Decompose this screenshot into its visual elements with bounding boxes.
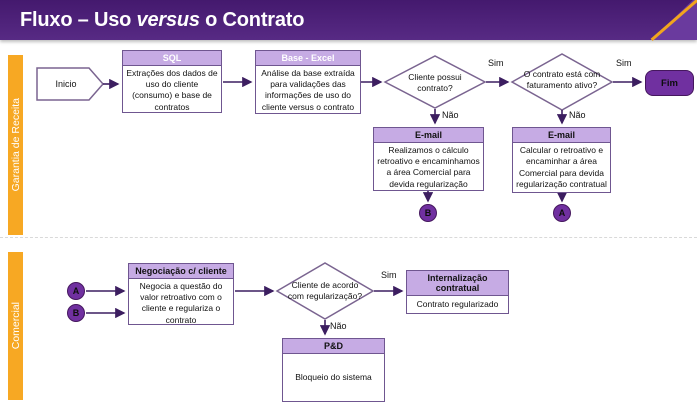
end-terminator: Fim [645,70,694,96]
process-box-email-right: E-mail Calcular o retroativo e encaminha… [512,127,611,193]
process-box-ped: P&D Bloqueio do sistema [282,338,385,402]
no-label: Não [569,110,586,120]
process-box-body: Negocia a questão do valor retroativo co… [139,281,223,325]
connector-circle-a: A [67,282,85,300]
start-shape [36,67,104,101]
process-box-body: Extrações dos dados de uso do cliente (c… [126,68,218,112]
connector-circle-b: B [419,204,437,222]
connector-circle-a: A [553,204,571,222]
decision-2-shape [510,53,614,111]
process-box-internalizacao: Internalização contratual Contrato regul… [406,270,509,314]
decision-1-shape [383,55,487,109]
title-band: Fluxo – Uso versus o Contrato [0,0,697,41]
process-box-header: E-mail [374,128,483,143]
process-box-base-excel: Base - Excel Análise da base extraída pa… [255,50,361,114]
yes-label: Sim [488,58,504,68]
process-box-header: E-mail [513,128,610,143]
page-title-italic: versus [136,8,200,31]
process-box-body: Bloqueio do sistema [295,371,372,382]
yes-label: Sim [381,270,397,280]
process-box-header: Internalização contratual [407,271,508,296]
no-label: Não [330,321,347,331]
decision-2-label: O contrato está com faturamento ativo? [523,68,601,90]
decision-1-label: Cliente possui contrato? [408,71,462,93]
page-title-suffix: o Contrato [199,8,305,31]
process-box-sql: SQL Extrações dos dados de uso do client… [122,50,222,113]
process-box-header: SQL [123,51,221,66]
process-box-body: Análise da base extraída para validações… [261,68,355,112]
process-box-header: Base - Excel [256,51,360,66]
no-label: Não [442,110,459,120]
start-label: Inicio [55,79,77,89]
connector-circle-b: B [67,304,85,322]
process-box-email-left: E-mail Realizamos o cálculo retroativo e… [373,127,484,191]
process-box-header: P&D [283,339,384,354]
page-title-prefix: Fluxo – Uso [20,8,137,31]
process-box-body: Calcular o retroativo e encaminhar a áre… [516,145,607,189]
decision-3-label: Cliente de acordo com regularização? [287,279,363,301]
process-box-negociacao: Negociação c/ cliente Negocia a questão … [128,263,234,325]
lane-garantia-de-receita: Garantia de Receita [8,55,23,235]
yes-label: Sim [616,58,632,68]
process-box-header: Negociação c/ cliente [129,264,233,279]
decision-3-shape [275,262,375,320]
lane-divider [0,237,697,238]
process-box-body: Contrato regularizado [416,298,499,309]
page-title: Fluxo – Uso versus o Contrato [20,0,304,40]
process-box-body: Realizamos o cálculo retroativo e encami… [377,145,480,189]
lane-comercial: Comercial [8,252,23,400]
